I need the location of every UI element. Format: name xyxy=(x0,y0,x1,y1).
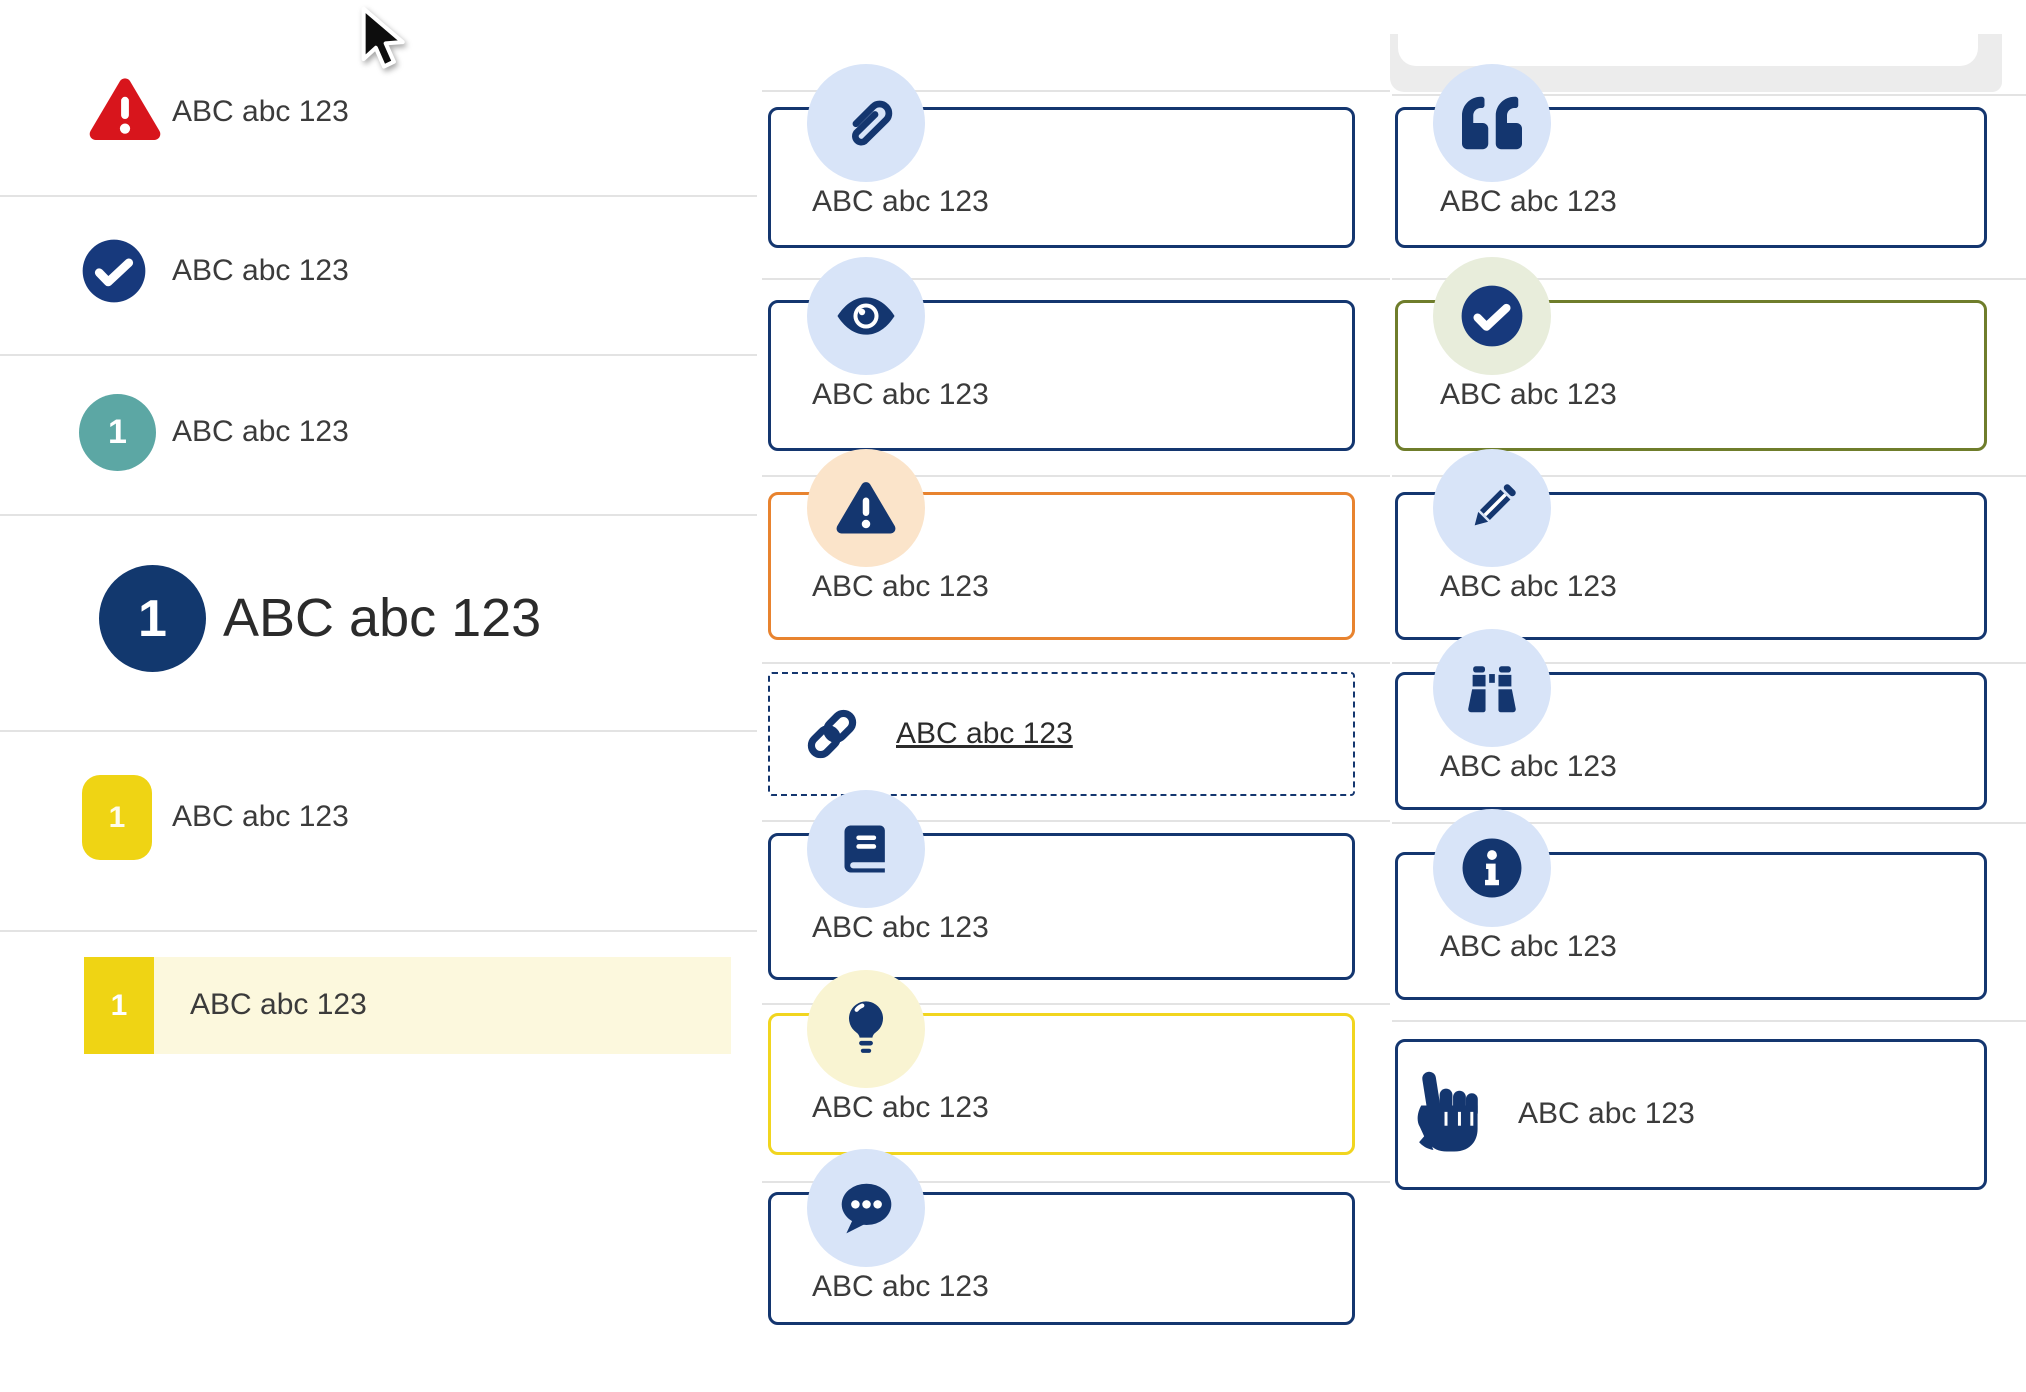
highlight-background xyxy=(84,957,731,1054)
card-label: ABC abc 123 xyxy=(812,570,989,603)
card-label: ABC abc 123 xyxy=(812,185,989,218)
card-label: ABC abc 123 xyxy=(1440,570,1617,603)
list-item-label: ABC abc 123 xyxy=(172,254,349,287)
card-label: ABC abc 123 xyxy=(1440,930,1617,963)
middle-divider xyxy=(762,1003,1390,1005)
list-item-label: ABC abc 123 xyxy=(190,988,367,1021)
hand-pointer-icon xyxy=(1417,1070,1481,1158)
list-item-heading: ABC abc 123 xyxy=(223,588,542,648)
navy-number-badge-large: 1 xyxy=(99,565,206,672)
right-divider xyxy=(1392,1020,2026,1022)
teal-number-badge: 1 xyxy=(79,394,156,471)
left-divider xyxy=(0,930,757,932)
yellow-number-badge: 1 xyxy=(84,957,154,1054)
left-divider xyxy=(0,730,757,732)
list-item-label: ABC abc 123 xyxy=(172,95,349,128)
middle-divider xyxy=(762,1181,1390,1183)
middle-divider xyxy=(762,278,1390,280)
middle-divider xyxy=(762,820,1390,822)
scrolled-card-body xyxy=(1398,0,1978,66)
right-divider xyxy=(1392,278,2026,280)
middle-divider xyxy=(762,475,1390,477)
link-icon xyxy=(800,702,864,766)
quote-icon xyxy=(1433,64,1551,182)
check-circle-icon xyxy=(1433,257,1551,375)
pencil-icon xyxy=(1433,449,1551,567)
card-label: ABC abc 123 xyxy=(1440,750,1617,783)
right-divider xyxy=(1392,94,2026,96)
lightbulb-icon xyxy=(807,970,925,1088)
right-divider xyxy=(1392,662,2026,664)
speech-bubble-icon xyxy=(807,1149,925,1267)
card-label: ABC abc 123 xyxy=(1440,185,1617,218)
list-item-label: ABC abc 123 xyxy=(172,415,349,448)
left-divider xyxy=(0,195,757,197)
hyperlink[interactable]: ABC abc 123 xyxy=(896,717,1073,750)
callout-card-link xyxy=(768,672,1355,796)
warning-triangle-icon xyxy=(807,449,925,567)
card-label: ABC abc 123 xyxy=(1518,1097,1695,1130)
scrolled-card-remnant xyxy=(1390,0,2002,92)
list-item-label: ABC abc 123 xyxy=(172,800,349,833)
right-divider xyxy=(1392,822,2026,824)
warning-triangle-icon xyxy=(89,77,161,143)
middle-divider xyxy=(762,90,1390,92)
paperclip-icon xyxy=(807,64,925,182)
card-label: ABC abc 123 xyxy=(812,911,989,944)
card-label: ABC abc 123 xyxy=(812,1091,989,1124)
card-label: ABC abc 123 xyxy=(812,1270,989,1303)
left-divider xyxy=(0,354,757,356)
mouse-cursor xyxy=(360,6,408,74)
book-icon xyxy=(807,790,925,908)
callout-card-action xyxy=(1395,1039,1987,1190)
left-divider xyxy=(0,514,757,516)
card-label: ABC abc 123 xyxy=(812,378,989,411)
eye-icon xyxy=(807,257,925,375)
right-divider xyxy=(1392,475,2026,477)
binoculars-icon xyxy=(1433,629,1551,747)
middle-divider xyxy=(762,662,1390,664)
card-label: ABC abc 123 xyxy=(1440,378,1617,411)
check-circle-icon xyxy=(81,238,147,304)
yellow-number-badge: 1 xyxy=(82,775,152,860)
info-icon xyxy=(1433,809,1551,927)
